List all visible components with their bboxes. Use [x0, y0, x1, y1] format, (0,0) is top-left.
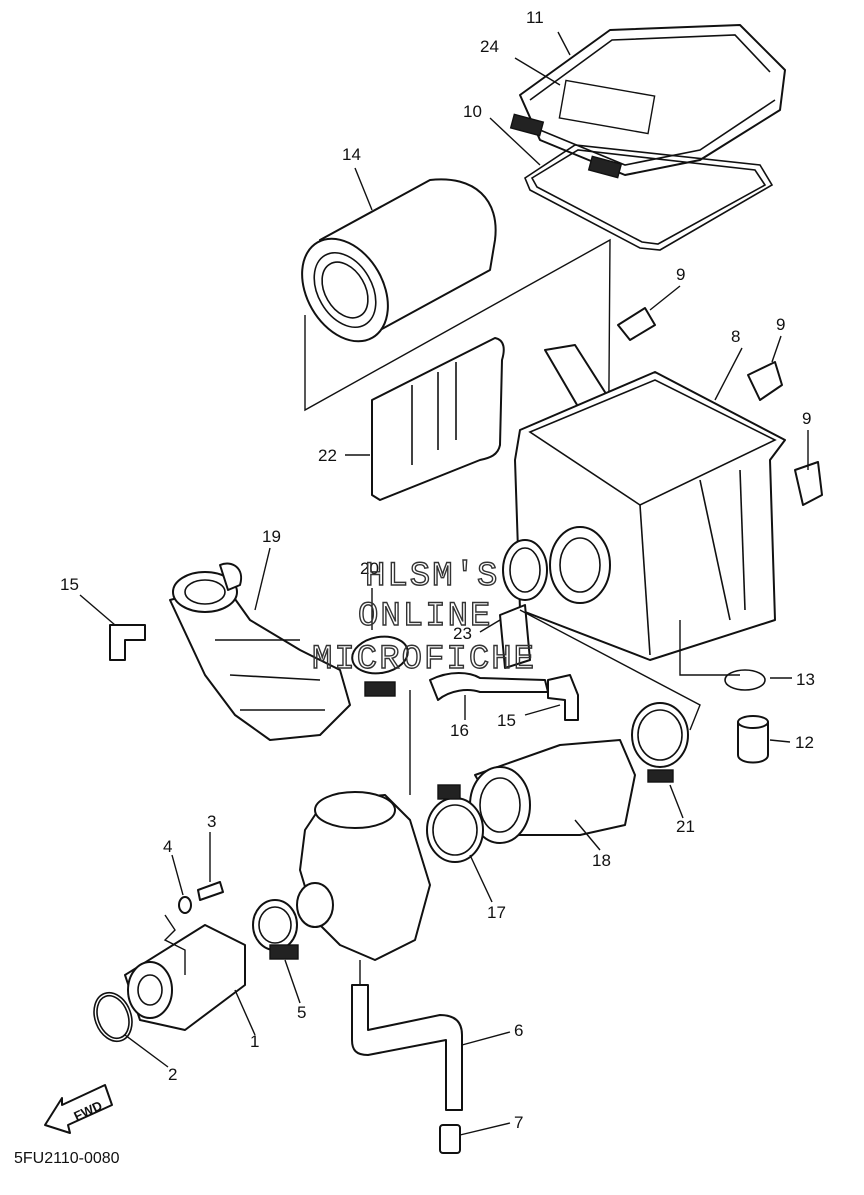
- part-7-plug: [439, 1124, 461, 1154]
- label-9a: 9: [676, 265, 685, 284]
- watermark-line-1: HLSM'S: [365, 558, 499, 596]
- part-22-plate: [371, 337, 505, 501]
- label-10: 10: [463, 102, 482, 121]
- part-6-drain-hose: [351, 984, 463, 1111]
- part-14-air-filter: [301, 178, 497, 343]
- part-20-clamp: [351, 635, 409, 697]
- part-10-gasket: [524, 144, 774, 251]
- part-21-clamp: [631, 702, 689, 783]
- label-9c: 9: [802, 409, 811, 428]
- label-18: 18: [592, 851, 611, 870]
- part-15-elbow-a: [109, 624, 146, 661]
- label-15b: 15: [497, 711, 516, 730]
- watermark-line-3: MICROFICHE: [312, 641, 536, 679]
- carburetor-body: [296, 791, 431, 961]
- label-17: 17: [487, 903, 506, 922]
- part-3-bolt: [197, 881, 224, 901]
- label-1: 1: [250, 1032, 259, 1051]
- label-5: 5: [297, 1003, 306, 1022]
- label-7: 7: [514, 1113, 523, 1132]
- watermark-line-2: ONLINE: [358, 598, 492, 636]
- fwd-arrow-icon: FWD: [44, 1084, 113, 1134]
- part-9-clip-a: [617, 307, 656, 341]
- label-15a: 15: [60, 575, 79, 594]
- label-20: 20: [360, 559, 379, 578]
- label-6: 6: [514, 1021, 523, 1040]
- part-12-cap: [737, 715, 769, 764]
- part-2-o-ring: [93, 991, 133, 1043]
- part-1-manifold: [124, 924, 246, 1031]
- part-9-clip-b: [747, 361, 783, 401]
- leader-lines: [79, 31, 809, 1136]
- label-19: 19: [262, 527, 281, 546]
- part-16-hose: [429, 672, 549, 701]
- part-8-airbox: [502, 344, 786, 661]
- part-19-intake-duct: [169, 562, 351, 741]
- label-4: 4: [163, 837, 172, 856]
- label-24: 24: [480, 37, 499, 56]
- part-11-airbox-cover: [509, 24, 786, 179]
- part-15-elbow-b: [547, 674, 579, 721]
- label-8: 8: [731, 327, 740, 346]
- part-13-clip: [724, 669, 766, 691]
- diagram-code: 5FU2110-0080: [14, 1150, 120, 1167]
- label-21: 21: [676, 817, 695, 836]
- watermark: HLSM'S ONLINE MICROFICHE: [311, 557, 536, 679]
- part-17-clamp: [426, 784, 484, 863]
- label-22: 22: [318, 446, 337, 465]
- label-3: 3: [207, 812, 216, 831]
- label-9b: 9: [776, 315, 785, 334]
- label-2: 2: [168, 1065, 177, 1084]
- label-14: 14: [342, 145, 361, 164]
- label-12: 12: [795, 733, 814, 752]
- label-13: 13: [796, 670, 815, 689]
- label-23: 23: [453, 624, 472, 643]
- label-16: 16: [450, 721, 469, 740]
- part-5-clamp: [252, 899, 299, 960]
- part-9-clip-c: [794, 461, 823, 506]
- label-11: 11: [526, 8, 544, 27]
- part-labels: 11 24 10 14 9 9 8 9 22 19 15 20 23 13 15…: [60, 8, 815, 1132]
- part-23-holder: [499, 604, 531, 669]
- part-18-joint: [469, 739, 636, 844]
- part-4-washer: [178, 896, 192, 914]
